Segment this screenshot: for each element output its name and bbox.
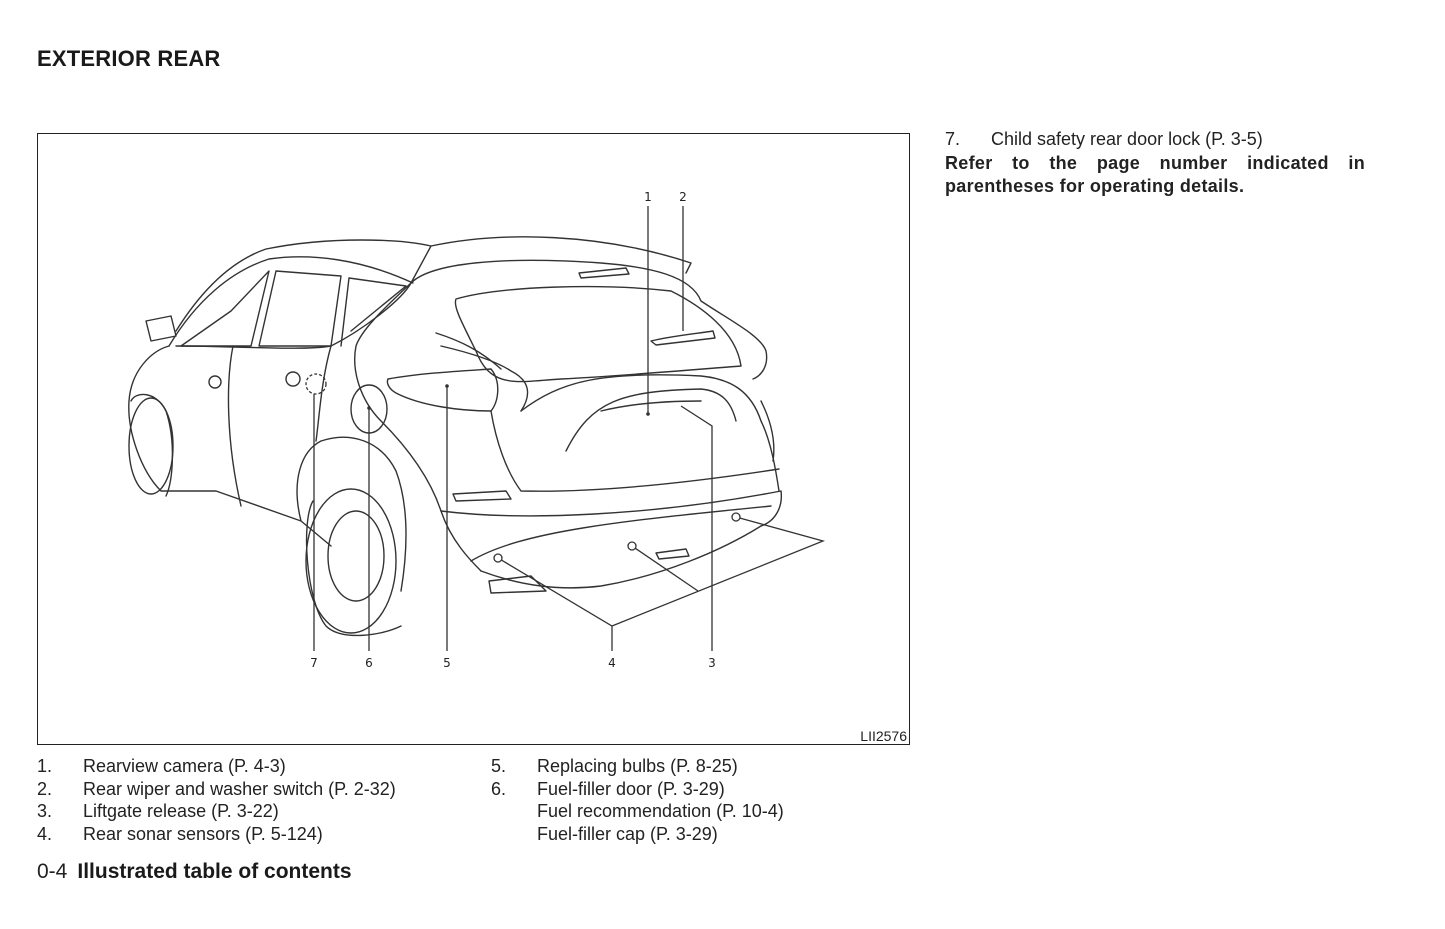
figure-code: LII2576 — [860, 728, 907, 744]
page-footer: 0-4 Illustrated table of contents — [37, 860, 352, 884]
section-title: Illustrated table of contents — [77, 860, 352, 883]
list-item: Fuel-filler cap (P. 3-29) — [491, 823, 784, 846]
list-item: 5. Replacing bulbs (P. 8-25) — [491, 755, 784, 778]
list-item: 6. Fuel-filler door (P. 3-29) — [491, 778, 784, 801]
callout-label-2: 2 — [679, 190, 687, 204]
item-text: Rear sonar sensors (P. 5-124) — [83, 823, 323, 844]
legend-list-left: 1. Rearview camera (P. 4-3) 2. Rear wiper … — [37, 755, 396, 845]
exterior-rear-illustration: 1 2 3 4 5 6 7 LII2576 — [37, 133, 910, 745]
item-number: 3. — [37, 801, 53, 821]
list-item: 2. Rear wiper and washer switch (P. 2-32) — [37, 778, 396, 801]
item-number: 5. — [491, 756, 507, 776]
callout-label-4: 4 — [608, 656, 616, 670]
item-text: Replacing bulbs (P. 8-25) — [537, 756, 738, 776]
car-rear-drawing: 1 2 3 4 5 6 7 — [128, 190, 826, 670]
list-item: 4. Rear sonar sensors (P. 5-124) — [37, 823, 396, 846]
list-item: 7. Child safety rear door lock (P. 3-5) — [945, 128, 1365, 152]
item-text: Fuel-filler door (P. 3-29) — [537, 778, 725, 799]
callout-lines — [305, 206, 826, 651]
item-text: Rear wiper and washer switch (P. 2-32) — [83, 778, 396, 799]
page-number: 0-4 — [37, 860, 68, 883]
page-title: EXTERIOR REAR — [37, 46, 221, 71]
item-text: Fuel recommendation (P. 10-4) — [537, 801, 784, 821]
item-number: 7. — [945, 129, 961, 149]
list-item: Fuel recommendation (P. 10-4) — [491, 800, 784, 823]
callout-label-7: 7 — [310, 656, 318, 670]
item-number: 6. — [491, 778, 507, 799]
item-text: Rearview camera (P. 4-3) — [83, 756, 286, 776]
item-text: Child safety rear door lock (P. 3-5) — [991, 129, 1263, 149]
right-column: 7. Child safety rear door lock (P. 3-5) R… — [945, 128, 1365, 199]
legend-list-middle: 5. Replacing bulbs (P. 8-25) 6. Fuel-fille… — [491, 755, 784, 845]
callout-label-6: 6 — [365, 656, 373, 670]
item-text: Liftgate release (P. 3-22) — [83, 801, 279, 821]
list-item: 1. Rearview camera (P. 4-3) — [37, 755, 396, 778]
car-outline — [128, 236, 783, 637]
list-item: 3. Liftgate release (P. 3-22) — [37, 800, 396, 823]
item-number — [491, 823, 537, 846]
item-text: Fuel-filler cap (P. 3-29) — [537, 823, 718, 844]
item-number: 4. — [37, 823, 53, 844]
callout-label-5: 5 — [443, 656, 451, 670]
callout-label-3: 3 — [708, 656, 716, 670]
reference-note: Refer to the page number indicated in pa… — [945, 152, 1365, 197]
item-number — [491, 800, 537, 823]
callout-label-1: 1 — [644, 190, 652, 204]
item-number: 1. — [37, 756, 53, 776]
item-number: 2. — [37, 778, 53, 799]
